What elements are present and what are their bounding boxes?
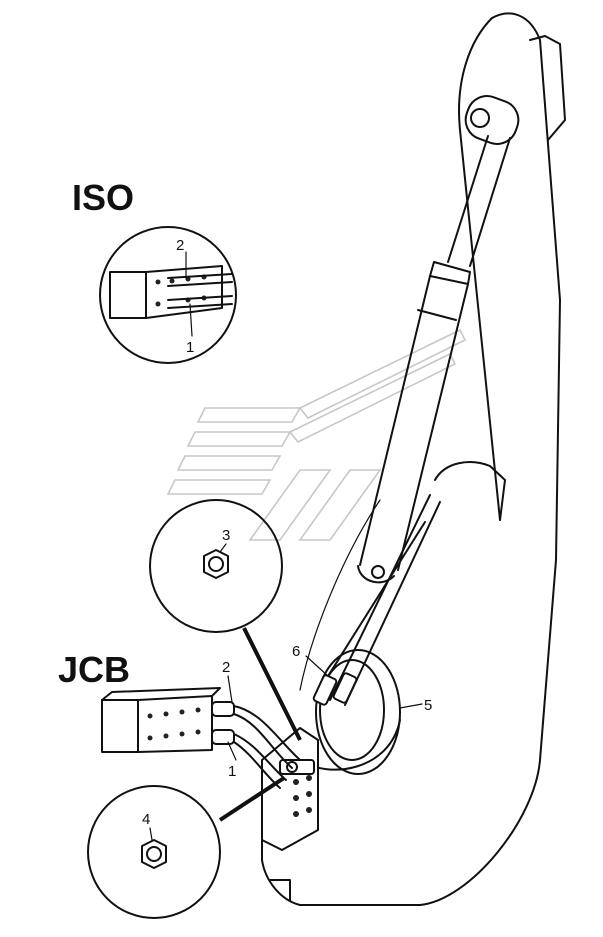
iso-heading: ISO (72, 177, 134, 218)
machine-callout-6: 6 (292, 643, 300, 660)
detail-circle-4 (87, 776, 286, 919)
iso-detail-circle (99, 226, 237, 364)
hose-run (317, 494, 441, 706)
jcb-coupler-block (101, 675, 301, 789)
watermark-logo (166, 328, 467, 541)
hydraulic-ram (357, 95, 520, 584)
iso-callout-2: 2 (176, 237, 184, 254)
detail-callout-3: 3 (222, 527, 230, 544)
jcb-heading: JCB (58, 649, 130, 690)
leader-line-5 (399, 703, 423, 709)
detail-callout-4: 4 (142, 811, 150, 828)
quick-coupler-fittings (312, 672, 358, 706)
hose-loop (299, 649, 401, 775)
detail-circle-3 (149, 499, 302, 741)
iso-callout-1: 1 (186, 339, 194, 356)
boom-arm-outline (261, 12, 566, 906)
machine-valve-block (261, 727, 319, 851)
leader-line-6 (305, 655, 329, 677)
jcb-callout-2: 2 (222, 659, 230, 676)
machine-callout-5: 5 (424, 697, 432, 714)
jcb-callout-1: 1 (228, 763, 236, 780)
